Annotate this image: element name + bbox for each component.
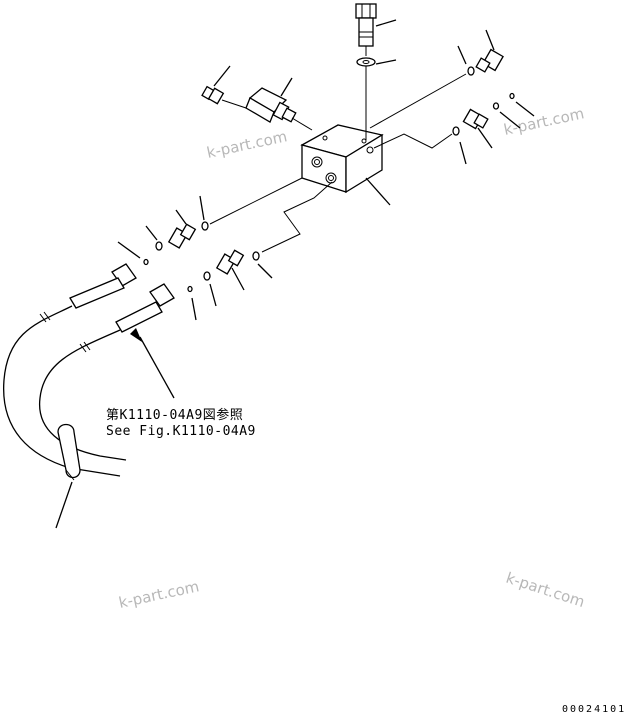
watermark: k-part.com <box>502 104 586 139</box>
figure-code: 00024101 <box>562 704 627 715</box>
reference-note-en: See Fig.K1110-04A9 <box>106 424 256 439</box>
connector-fitting <box>373 92 535 165</box>
pressure-sensor <box>245 77 313 131</box>
reference-note-jp: 第K1110-04A9図参照 <box>106 408 244 423</box>
hose-assembly <box>3 263 175 477</box>
adapter-fitting <box>369 29 504 129</box>
fitting-lower-left <box>187 181 333 321</box>
watermark: k-part.com <box>117 577 201 612</box>
watermark: k-part.com <box>504 569 587 611</box>
fitting-upper-left <box>117 177 303 266</box>
mounting-bolt <box>355 3 397 56</box>
watermark: k-part.com <box>205 127 289 162</box>
valve-block <box>300 124 391 206</box>
plug-fitting <box>201 65 247 109</box>
washer <box>356 57 397 140</box>
hose-clamp <box>55 423 81 529</box>
